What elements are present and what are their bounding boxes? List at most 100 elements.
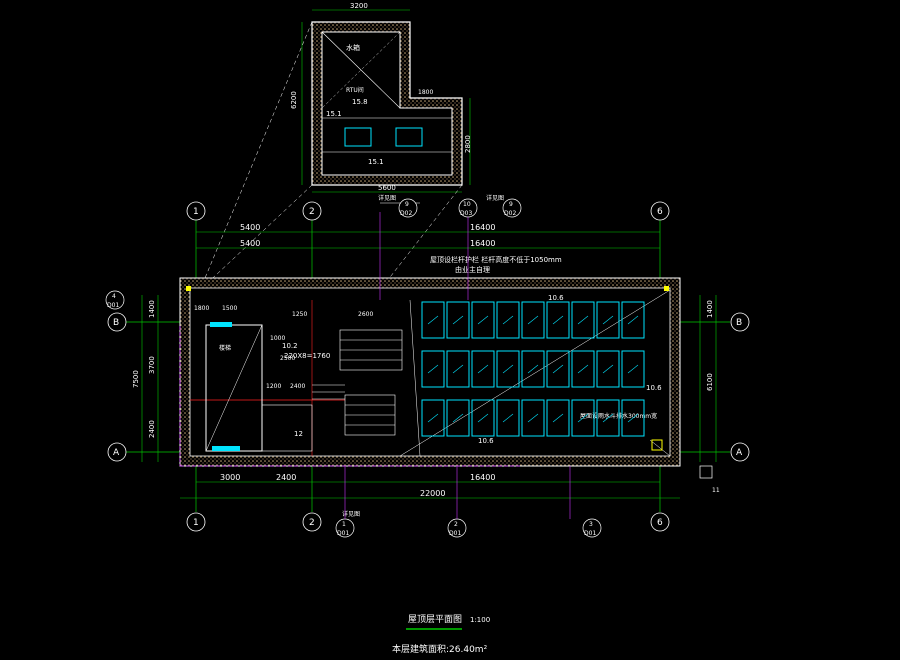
solar-panel-mark bbox=[552, 413, 564, 423]
solar-panel-grid bbox=[421, 301, 645, 437]
solar-panel bbox=[596, 301, 620, 339]
dim-left-3: 2400 bbox=[148, 420, 156, 438]
tank-dim-right: 2800 bbox=[464, 135, 472, 153]
tank-level-2: 15.1 bbox=[326, 110, 342, 118]
svg-text:A: A bbox=[113, 448, 120, 458]
dim-top-2a: 5400 bbox=[240, 239, 260, 248]
solar-panel-mark bbox=[427, 315, 439, 325]
solar-panel bbox=[521, 399, 545, 437]
solar-panel bbox=[571, 301, 595, 339]
drain-marker-2 bbox=[664, 286, 669, 291]
solar-panel bbox=[596, 399, 620, 437]
dim-left-1: 1400 bbox=[148, 300, 156, 318]
callout-top-1: 9 D02 详见图 bbox=[378, 194, 420, 218]
svg-text:D02: D02 bbox=[400, 210, 412, 217]
water-tank-plan: 水箱 RTU间 15.8 15.1 15.1 3200 5600 6200 28… bbox=[290, 2, 472, 193]
svg-text:D01: D01 bbox=[337, 530, 349, 537]
svg-text:D01: D01 bbox=[584, 530, 596, 537]
axis-bubble-bottom-2: 2 bbox=[302, 512, 322, 532]
solar-panel-mark bbox=[627, 364, 639, 374]
drawing-title: 屋顶层平面图 bbox=[408, 614, 462, 625]
dim-small-5: 2500 bbox=[280, 355, 295, 362]
svg-text:10: 10 bbox=[463, 201, 471, 208]
svg-text:6: 6 bbox=[657, 207, 663, 217]
stair-flights bbox=[261, 329, 403, 452]
drawing-scale: 1:100 bbox=[470, 616, 490, 624]
svg-text:9: 9 bbox=[509, 201, 513, 208]
solar-panel bbox=[496, 399, 520, 437]
parapet-inner bbox=[189, 287, 671, 457]
dim-right-2: 6100 bbox=[706, 373, 714, 391]
svg-text:B: B bbox=[736, 318, 742, 328]
tank-dim-top: 3200 bbox=[350, 2, 368, 10]
axis-bubble-left-A: A bbox=[107, 442, 127, 462]
dim-small-2: 1500 bbox=[222, 305, 237, 312]
callout-top-2: 10 D03 bbox=[458, 198, 478, 218]
projection-lines bbox=[199, 21, 463, 291]
solar-panel bbox=[546, 301, 570, 339]
dim-top-1a: 5400 bbox=[240, 223, 260, 232]
dim-left-total: 7500 bbox=[132, 370, 140, 388]
solar-panel bbox=[521, 350, 545, 388]
callout-label-1: 详见图 bbox=[378, 194, 396, 202]
axis-bubble-bottom-1: 1 bbox=[186, 512, 206, 532]
roof-plan: 楼梯 12 10.2 220X8=1760 1800 1500 1250 260… bbox=[179, 255, 681, 467]
dim-small-6: 1000 bbox=[270, 335, 285, 342]
dim-small-4: 2600 bbox=[358, 311, 373, 318]
axis-bubble-bottom-6: 6 bbox=[650, 512, 670, 532]
solar-panel bbox=[521, 301, 545, 339]
callout-label-2: 详见图 bbox=[486, 194, 504, 202]
tank-level-3: 15.1 bbox=[368, 158, 384, 166]
solar-panel bbox=[496, 301, 520, 339]
solar-elev-bottom: 10.6 bbox=[478, 437, 494, 445]
dim-small-1: 1800 bbox=[194, 305, 209, 312]
solar-panel bbox=[571, 399, 595, 437]
solar-panel-mark bbox=[477, 413, 489, 423]
solar-panel bbox=[446, 399, 470, 437]
svg-text:A: A bbox=[736, 448, 743, 458]
callout-top-3: 9 D02 详见图 bbox=[486, 194, 522, 218]
svg-text:1: 1 bbox=[193, 207, 199, 217]
solar-panel-mark bbox=[552, 315, 564, 325]
solar-panel bbox=[546, 399, 570, 437]
solar-panel bbox=[421, 301, 445, 339]
dim-bottom-1a: 3000 bbox=[220, 473, 240, 482]
solar-panel-mark bbox=[502, 315, 514, 325]
dim-small-7: 1200 bbox=[266, 383, 281, 390]
solar-panel-mark bbox=[577, 413, 589, 423]
solar-panel bbox=[621, 350, 645, 388]
solar-panel bbox=[471, 350, 495, 388]
roof-elev: 10.2 bbox=[282, 342, 298, 350]
svg-text:D01: D01 bbox=[449, 530, 461, 537]
axis-bubble-top-6: 6 bbox=[650, 201, 670, 221]
room-label: 楼梯 bbox=[219, 344, 231, 352]
callout-bottom-2: 2 D01 bbox=[447, 518, 467, 538]
svg-text:D01: D01 bbox=[107, 302, 119, 309]
solar-panel-mark bbox=[527, 315, 539, 325]
tank-dim-bottom: 5600 bbox=[378, 184, 396, 192]
tank-dim-left: 6200 bbox=[290, 91, 298, 109]
solar-panel-mark bbox=[427, 364, 439, 374]
axis-bubble-left-B: B bbox=[107, 312, 127, 332]
tank-level-1: 15.8 bbox=[352, 98, 368, 106]
solar-panel bbox=[621, 399, 645, 437]
solar-panel-mark bbox=[502, 413, 514, 423]
stair-elev: 12 bbox=[294, 430, 303, 438]
tank-label: 水箱 bbox=[346, 43, 360, 52]
svg-text:D02: D02 bbox=[504, 210, 516, 217]
solar-panel bbox=[421, 350, 445, 388]
drain-marker-3 bbox=[651, 439, 663, 451]
solar-panel-mark bbox=[452, 315, 464, 325]
callout-left-4: 4 D01 bbox=[105, 290, 125, 310]
svg-text:11: 11 bbox=[712, 487, 720, 494]
tank-unit-left bbox=[344, 127, 372, 147]
dim-top-1b: 16400 bbox=[470, 223, 495, 232]
solar-panel-mark bbox=[577, 315, 589, 325]
svg-text:4: 4 bbox=[112, 293, 116, 300]
callout-bottom-3: 3 D01 bbox=[582, 518, 602, 538]
solar-panel bbox=[471, 399, 495, 437]
solar-panel bbox=[596, 350, 620, 388]
solar-panel-mark bbox=[427, 413, 439, 423]
solar-panel bbox=[546, 350, 570, 388]
